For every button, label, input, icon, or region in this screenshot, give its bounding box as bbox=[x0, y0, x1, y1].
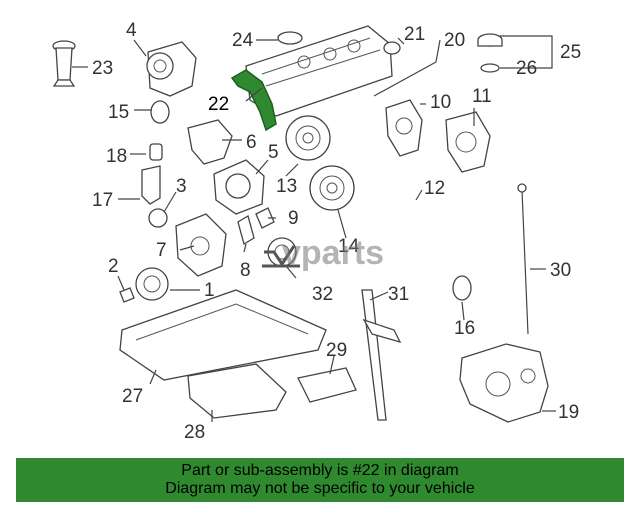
part-14-illustration bbox=[309, 165, 355, 211]
banner-line-2: Diagram may not be specific to your vehi… bbox=[165, 480, 475, 497]
callout-13: 13 bbox=[276, 176, 297, 197]
part-17-illustration bbox=[141, 165, 161, 205]
callout-24: 24 bbox=[232, 30, 254, 51]
callout-32: 32 bbox=[312, 284, 333, 305]
watermark-text: vparts bbox=[282, 234, 384, 272]
callout-20: 20 bbox=[444, 30, 465, 51]
part-2-illustration bbox=[119, 287, 135, 303]
callout-18: 18 bbox=[106, 146, 127, 167]
part-13-illustration bbox=[285, 115, 331, 161]
callout-30: 30 bbox=[550, 260, 571, 281]
part-11-illustration bbox=[445, 111, 491, 173]
part-8-illustration bbox=[237, 215, 255, 245]
part-31-illustration bbox=[361, 289, 402, 421]
callout-26: 26 bbox=[516, 58, 537, 79]
callout-3: 3 bbox=[176, 176, 187, 197]
part-16-illustration bbox=[452, 275, 472, 301]
callout-6: 6 bbox=[246, 132, 257, 153]
part-21-illustration bbox=[383, 41, 401, 55]
part-25-illustration bbox=[477, 33, 503, 47]
part-6-illustration bbox=[187, 119, 233, 165]
part-10-illustration bbox=[385, 99, 423, 157]
callout-23: 23 bbox=[92, 58, 113, 79]
part-27-illustration bbox=[119, 289, 327, 381]
part-28-illustration bbox=[187, 363, 287, 419]
part-1-illustration bbox=[135, 267, 169, 301]
callout-22: 22 bbox=[208, 94, 229, 115]
leader-lines bbox=[72, 35, 556, 422]
callout-8: 8 bbox=[240, 260, 251, 281]
part-20-illustration bbox=[245, 25, 393, 117]
callout-25: 25 bbox=[560, 42, 581, 63]
part-26-illustration bbox=[480, 63, 500, 73]
vparts-watermark-logo: vparts bbox=[262, 234, 384, 272]
part-23-illustration bbox=[52, 40, 76, 87]
callout-9: 9 bbox=[288, 208, 299, 229]
callout-12: 12 bbox=[424, 178, 445, 199]
callout-27: 27 bbox=[122, 386, 143, 407]
callout-2: 2 bbox=[108, 256, 119, 277]
callout-14: 14 bbox=[338, 236, 360, 257]
part-5-illustration bbox=[213, 159, 265, 215]
part-15-illustration bbox=[150, 100, 170, 124]
part-19-illustration bbox=[459, 343, 549, 423]
banner-line-1: Part or sub-assembly is #22 in diagram bbox=[181, 462, 459, 479]
callout-4: 4 bbox=[126, 20, 137, 41]
info-banner: Part or sub-assembly is #22 in diagram D… bbox=[16, 458, 624, 502]
callout-labels: 23 4 24 21 20 25 26 22 15 6 10 11 18 5 1… bbox=[92, 20, 581, 443]
part-7-illustration bbox=[175, 213, 227, 277]
part-12-illustration bbox=[359, 148, 491, 301]
callout-28: 28 bbox=[184, 422, 205, 443]
part-24-illustration bbox=[277, 31, 303, 45]
callout-16: 16 bbox=[454, 318, 475, 339]
callout-31: 31 bbox=[388, 284, 409, 305]
callout-15: 15 bbox=[108, 102, 129, 123]
callout-5: 5 bbox=[268, 142, 279, 163]
part-3-illustration bbox=[148, 208, 168, 228]
part-18-illustration bbox=[149, 143, 163, 161]
callout-7: 7 bbox=[156, 240, 167, 261]
callout-17: 17 bbox=[92, 190, 113, 211]
callout-1: 1 bbox=[204, 280, 215, 301]
callout-21: 21 bbox=[404, 24, 425, 45]
callout-29: 29 bbox=[326, 340, 347, 361]
part-9-illustration bbox=[255, 207, 275, 229]
part-22-gasket-highlighted bbox=[230, 69, 277, 132]
part-4-illustration bbox=[146, 41, 197, 97]
part-29-illustration bbox=[297, 367, 357, 403]
callout-19: 19 bbox=[558, 402, 579, 423]
part-30-illustration bbox=[517, 183, 529, 335]
callout-10: 10 bbox=[430, 92, 451, 113]
callout-11: 11 bbox=[472, 86, 492, 107]
